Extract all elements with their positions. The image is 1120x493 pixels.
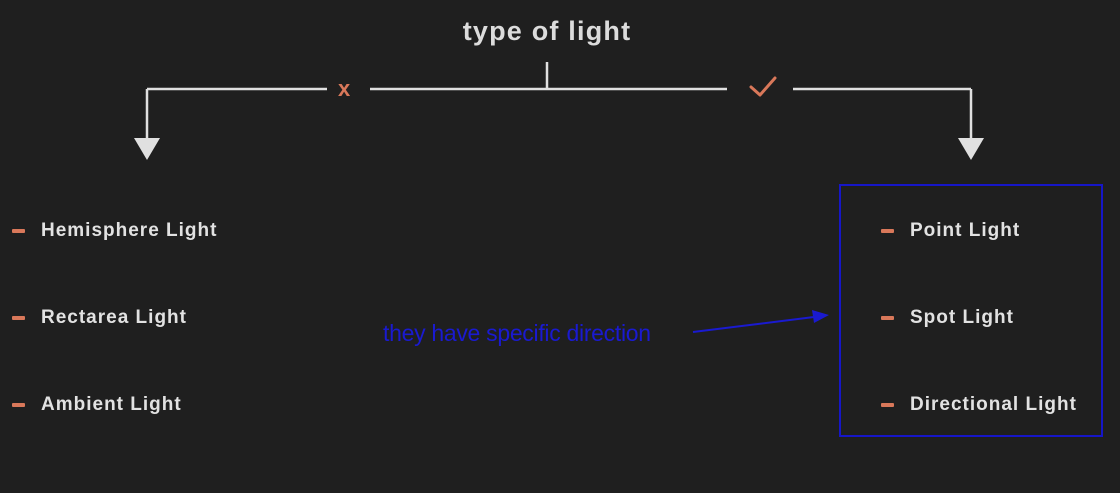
dash-icon bbox=[12, 229, 25, 233]
annotation-text: they have specific direction bbox=[383, 320, 651, 346]
list-item-label: Rectarea Light bbox=[41, 307, 187, 328]
left-list-item-ambient: Ambient Light bbox=[12, 393, 182, 417]
list-item-label: Ambient Light bbox=[41, 394, 182, 415]
annotation-arrowhead bbox=[812, 310, 829, 323]
right-list-item-spot: Spot Light bbox=[881, 306, 1014, 330]
right-arrowhead bbox=[958, 138, 984, 160]
dash-icon bbox=[881, 403, 894, 407]
left-list-item-hemisphere: Hemisphere Light bbox=[12, 219, 217, 243]
list-item-label: Spot Light bbox=[910, 307, 1014, 328]
check-icon bbox=[749, 76, 777, 97]
dash-icon bbox=[12, 403, 25, 407]
right-list-item-point: Point Light bbox=[881, 219, 1020, 243]
annotation-arrow-line bbox=[692, 316, 815, 333]
list-item-label: Hemisphere Light bbox=[41, 220, 218, 241]
left-list-item-rectarea: Rectarea Light bbox=[12, 306, 187, 330]
right-list-item-directional: Directional Light bbox=[881, 393, 1077, 417]
dash-icon bbox=[12, 316, 25, 320]
list-item-label: Directional Light bbox=[910, 394, 1077, 415]
dash-icon bbox=[881, 316, 894, 320]
left-branch-marker: x bbox=[338, 76, 351, 101]
list-item-label: Point Light bbox=[910, 220, 1021, 241]
highlight-box bbox=[839, 184, 1103, 437]
left-arrowhead bbox=[134, 138, 160, 160]
dash-icon bbox=[881, 229, 894, 233]
diagram-title: type of light bbox=[462, 16, 632, 46]
